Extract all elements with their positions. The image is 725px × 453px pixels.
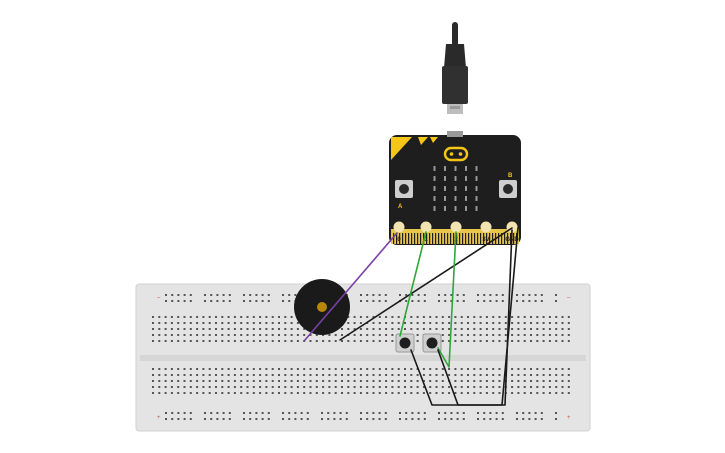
microbit-button-b[interactable] xyxy=(499,180,517,198)
svg-text:–: – xyxy=(567,295,571,301)
usb-port xyxy=(447,131,463,137)
microbit-logo xyxy=(443,146,469,162)
svg-text:+: + xyxy=(567,415,571,421)
rail-markers: – + – + xyxy=(157,295,571,421)
pin-1-pad[interactable] xyxy=(420,221,432,233)
svg-text:–: – xyxy=(157,295,161,301)
pin-0-pad[interactable] xyxy=(393,221,405,233)
button-b-label: B xyxy=(508,173,513,179)
led-matrix xyxy=(433,166,478,211)
svg-text:+: + xyxy=(157,415,161,421)
breadboard-center-channel xyxy=(140,355,586,361)
microbit-board[interactable]: A B 0 1 2 3V GND xyxy=(389,131,521,245)
breadboard[interactable]: – + – + xyxy=(135,283,591,432)
push-button-2[interactable] xyxy=(422,333,442,353)
piezo-buzzer[interactable] xyxy=(294,279,350,335)
edge-connector-teeth xyxy=(393,233,518,244)
pin-1-label: 1 xyxy=(424,237,428,243)
breadboard-holes xyxy=(152,294,570,420)
wire-green-pin2-button2[interactable] xyxy=(437,231,457,368)
usb-cable[interactable] xyxy=(442,22,468,114)
pin-2-pad[interactable] xyxy=(450,221,462,233)
wires xyxy=(304,227,519,406)
wire-purple-pin0-buzzer[interactable] xyxy=(304,232,398,341)
pin-0-label: 0 xyxy=(397,237,401,243)
microbit-button-a[interactable] xyxy=(395,180,413,198)
pin-3v-pad[interactable] xyxy=(480,221,492,233)
wire-green-pin1-button1[interactable] xyxy=(399,231,427,337)
wire-black-gnd-buzzer[interactable] xyxy=(339,227,513,341)
push-button-1[interactable] xyxy=(395,333,415,353)
pin-3v-label: 3V xyxy=(482,237,489,243)
wire-black-gnd-button2[interactable] xyxy=(437,227,519,406)
button-a-label: A xyxy=(398,204,403,210)
